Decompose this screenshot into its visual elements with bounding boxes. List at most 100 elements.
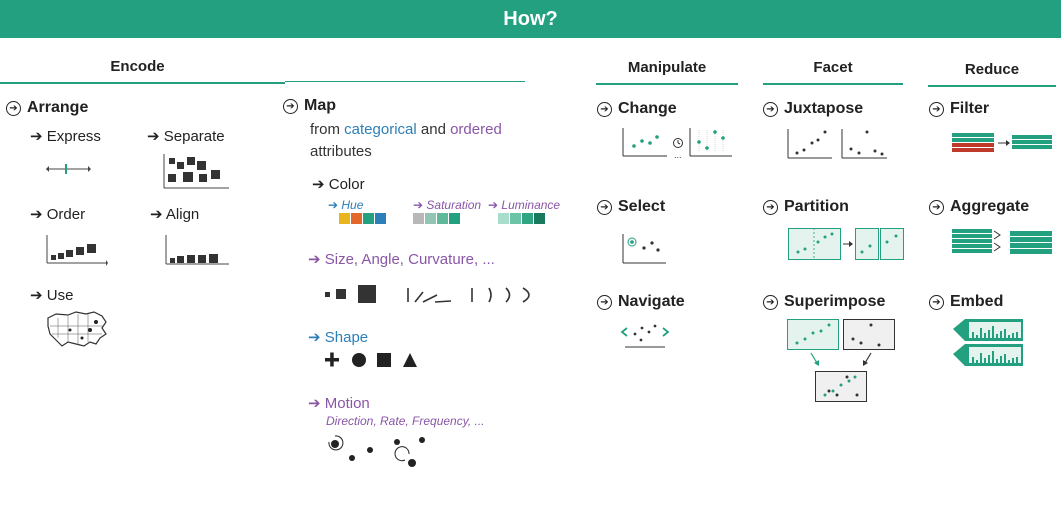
use-label: ➔ Use: [30, 287, 74, 304]
aggregate-arrow: [993, 230, 1001, 252]
filter-table-row: [952, 143, 994, 147]
aggregate-result-row: [1010, 243, 1052, 248]
arrow-circle-icon: ➔: [763, 200, 778, 215]
encode-rule-right: [285, 81, 525, 82]
aggregate-table-row: [952, 229, 992, 233]
filter-icon: [952, 133, 1052, 152]
embed-bar: [1004, 354, 1006, 363]
embed-bar: [1008, 335, 1010, 338]
size-angle-curvature-icon: [325, 285, 530, 303]
embed-bar: [976, 360, 978, 363]
arrow-circle-icon: ➔: [763, 102, 778, 117]
navigate-heading: ➔Navigate: [597, 293, 685, 311]
juxtapose-icon: [787, 129, 887, 159]
color-label: ➔ Color: [312, 176, 365, 193]
hue-swatch: [363, 213, 374, 224]
embed-bar: [1012, 358, 1014, 363]
arrange-label: Arrange: [27, 99, 89, 116]
luminance-label: ➔ Luminance: [488, 198, 561, 212]
arrow-circle-icon: ➔: [597, 200, 612, 215]
shape-label: ➔ Shape: [308, 329, 369, 346]
reduce-rule: [928, 85, 1056, 87]
saturation-swatch: [449, 213, 460, 224]
filter-table-row: [952, 133, 994, 137]
order-icon: [46, 235, 108, 266]
embed-bar: [1000, 331, 1002, 338]
order-label: ➔ Order: [30, 206, 86, 223]
partition-heading: ➔Partition: [763, 198, 849, 216]
facet-heading: Facet: [813, 59, 853, 76]
separate-icon: [163, 154, 229, 189]
express-label: ➔ Express: [30, 128, 101, 145]
filter-table-row: [952, 148, 994, 152]
motion-sublabel: Direction, Rate, Frequency, ...: [326, 414, 485, 428]
change-heading: ➔Change: [597, 100, 677, 118]
embed-bar: [988, 330, 990, 338]
embed-bar: [1016, 357, 1018, 363]
embed-bar: [992, 326, 994, 338]
arrow-circle-icon: ➔: [597, 295, 612, 310]
saturation-swatch: [413, 213, 424, 224]
embed-bar: [972, 332, 974, 338]
embed-bar: [980, 328, 982, 338]
luminance-swatch: [534, 213, 545, 224]
embed-bar: [1008, 360, 1010, 363]
aggregate-table-row: [952, 244, 992, 248]
motion-label: ➔ Motion: [308, 395, 370, 412]
filter-table-row: [952, 138, 994, 142]
embed-bar: [980, 353, 982, 363]
size-angle-curvature-label: ➔ Size, Angle, Curvature, ...: [308, 251, 495, 268]
arrow-circle-icon: ➔: [929, 295, 944, 310]
filter-result-row: [1012, 140, 1052, 144]
navigate-icon: [620, 324, 670, 348]
hue-swatch: [339, 213, 350, 224]
arrow-circle-icon: ➔: [283, 99, 298, 114]
page-title: How?: [0, 0, 1061, 38]
svg-text:...: ...: [674, 150, 682, 160]
embed-bar: [996, 334, 998, 338]
embed-bar: [988, 355, 990, 363]
hue-swatch: [351, 213, 362, 224]
select-icon: [622, 234, 666, 264]
facet-rule: [763, 83, 903, 85]
map-label: Map: [304, 97, 336, 114]
superimpose-heading: ➔Superimpose: [763, 293, 885, 311]
filter-result-row: [1012, 135, 1052, 139]
arrow-circle-icon: ➔: [763, 295, 778, 310]
encode-rule: [0, 82, 285, 84]
hue-swatch: [375, 213, 386, 224]
aggregate-table-row: [952, 234, 992, 238]
hue-label: ➔ Hue: [328, 198, 364, 212]
aggregate-icon: [952, 229, 1052, 254]
saturation-swatch: [425, 213, 436, 224]
embed-bar: [984, 333, 986, 338]
aggregate-result-row: [1010, 231, 1052, 236]
align-icon: [165, 235, 229, 265]
express-icon: [46, 164, 91, 174]
filter-arrowhead: [1006, 140, 1010, 146]
arrow-circle-icon: ➔: [597, 102, 612, 117]
aggregate-result-row: [1010, 249, 1052, 254]
aggregate-table-row: [952, 239, 992, 243]
aggregate-result-row: [1010, 237, 1052, 242]
motion-icon: [328, 435, 425, 467]
partition-icon: [788, 228, 904, 260]
embed-bar: [972, 357, 974, 363]
superimpose-icon: [787, 319, 895, 402]
encode-heading: Encode: [110, 58, 165, 75]
embed-bar: [996, 359, 998, 363]
embed-bar: [1004, 329, 1006, 338]
juxtapose-heading: ➔Juxtapose: [763, 100, 863, 118]
embed-bar: [976, 335, 978, 338]
map-description-line1: from categorical and ordered: [310, 121, 502, 138]
map-icon: [47, 311, 107, 347]
select-heading: ➔Select: [597, 198, 665, 216]
map-description-line2: attributes: [310, 143, 372, 160]
luminance-swatch: [510, 213, 521, 224]
filter-heading: ➔Filter: [929, 100, 989, 118]
arrow-circle-icon: ➔: [929, 102, 944, 117]
embed-bar: [992, 351, 994, 363]
filter-result-row: [1012, 145, 1052, 149]
separate-label: ➔ Separate: [147, 128, 225, 145]
